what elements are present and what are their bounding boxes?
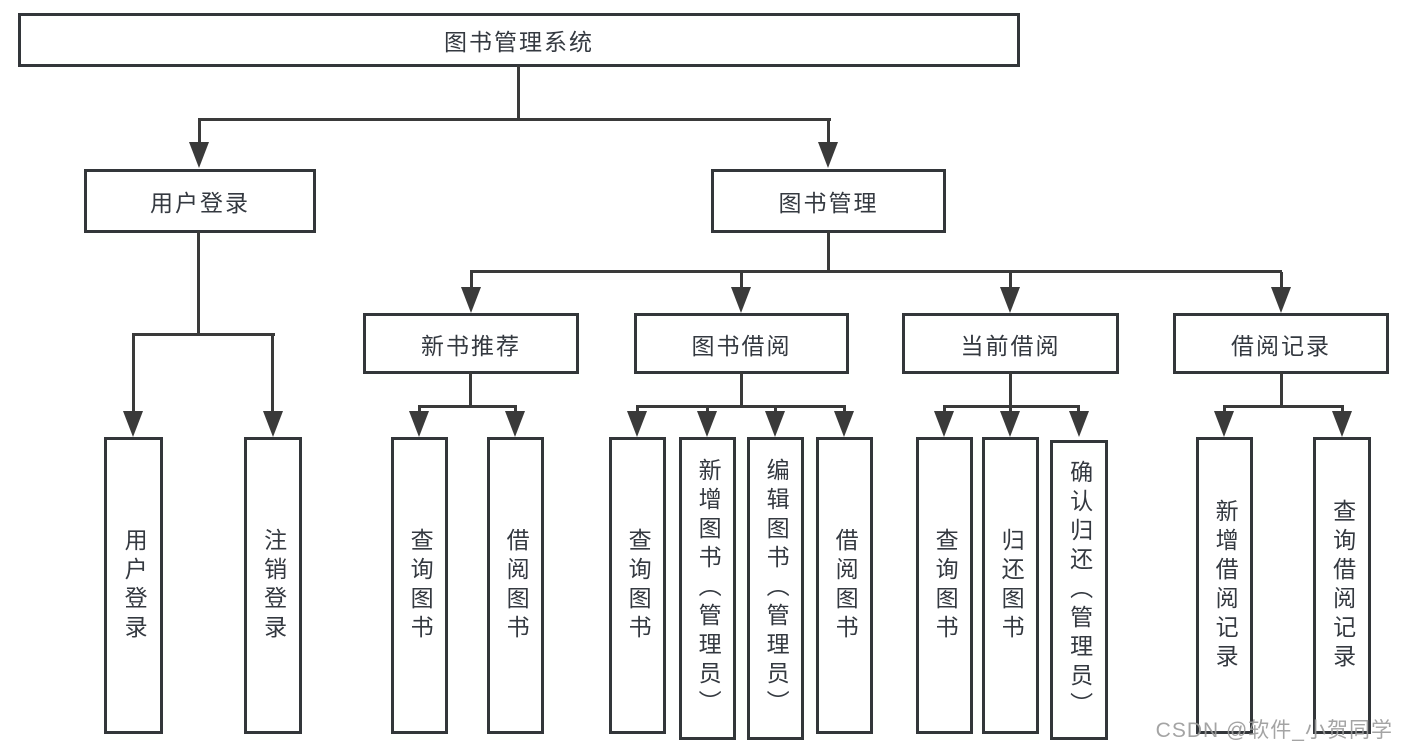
leaf-label: 新增图书（管理员） (695, 458, 722, 719)
arrow-to-new-book (461, 287, 481, 313)
node-label: 借阅记录 (1231, 332, 1331, 359)
node-user-login: 用户登录 (84, 169, 316, 233)
connector-drop (1223, 407, 1226, 413)
node-label: 新书推荐 (421, 332, 521, 359)
arrow-to-borrow-book-1 (505, 411, 525, 437)
arrow-to-user-login (189, 142, 209, 168)
arrow-to-book-borrow (731, 287, 751, 313)
arrow-to-query-record (1332, 411, 1352, 437)
csdn-watermark: CSDN @软件_小贺同学 (1155, 719, 1393, 742)
leaf-label: 查询图书 (625, 527, 652, 644)
arrow-to-confirm-return (1069, 411, 1089, 437)
node-label: 图书借阅 (691, 332, 792, 359)
leaf-query-book-borrow: 查询图书 (609, 437, 666, 734)
arrow-to-login (123, 411, 143, 437)
arrow-to-query-book-3 (934, 411, 954, 437)
node-label: 当前借阅 (960, 332, 1061, 359)
leaf-return-book: 归还图书 (982, 437, 1039, 734)
connector-book-mgmt-drop (827, 120, 830, 144)
node-new-book-recommend: 新书推荐 (363, 313, 579, 374)
node-label: 图书管理 (778, 190, 879, 216)
leaf-add-book-admin: 新增图书（管理员） (679, 437, 736, 740)
connector-new-book-rail (418, 405, 517, 408)
leaf-label: 借阅图书 (503, 527, 530, 644)
node-current-borrow: 当前借阅 (902, 313, 1119, 374)
connector-borrow-record-rail (1223, 405, 1344, 408)
arrow-to-current-borrow (1000, 287, 1020, 313)
connector-user-login-drop (198, 120, 201, 144)
leaf-edit-book-admin: 编辑图书（管理员） (747, 437, 804, 740)
connector-book-borrow-drop (740, 272, 743, 288)
connector-new-book-stem (469, 372, 472, 407)
node-label: 用户登录 (150, 190, 250, 216)
arrow-to-query-book-2 (627, 411, 647, 437)
connector-borrow-record-drop (1280, 272, 1283, 288)
connector-drop (774, 407, 777, 413)
connector-book-borrow-stem (740, 372, 743, 407)
leaf-query-book-newbook: 查询图书 (391, 437, 448, 734)
connector-current-borrow-stem (1009, 372, 1012, 407)
connector-drop (1341, 407, 1344, 413)
arrow-to-add-record (1214, 411, 1234, 437)
leaf-label: 查询图书 (407, 527, 434, 644)
leaf-label: 查询图书 (932, 527, 959, 644)
leaf-label: 查询借阅记录 (1329, 498, 1356, 673)
leaf-query-book-current: 查询图书 (916, 437, 973, 734)
arrow-to-return-book (1000, 411, 1020, 437)
node-root-library-system: 图书管理系统 (18, 13, 1020, 67)
leaf-query-borrow-record: 查询借阅记录 (1313, 437, 1371, 734)
connector-drop (636, 407, 639, 413)
connector-book-mgmt-rail (470, 270, 1282, 273)
leaf-confirm-return-admin: 确认归还（管理员） (1050, 440, 1108, 740)
connector-logout-drop (271, 335, 274, 413)
arrow-to-borrow-record (1271, 287, 1291, 313)
connector-drop (1077, 407, 1080, 413)
leaf-label: 编辑图书（管理员） (763, 458, 790, 719)
leaf-logout: 注销登录 (244, 437, 302, 734)
connector-drop (1009, 407, 1012, 413)
connector-drop (843, 407, 846, 413)
leaf-add-borrow-record: 新增借阅记录 (1196, 437, 1253, 734)
node-borrow-record: 借阅记录 (1173, 313, 1389, 374)
arrow-to-logout (263, 411, 283, 437)
arrow-to-add-book (697, 411, 717, 437)
arrow-to-borrow-book-2 (834, 411, 854, 437)
connector-current-borrow-rail (943, 405, 1080, 408)
node-label: 图书管理系统 (444, 29, 594, 55)
leaf-label: 借阅图书 (832, 527, 859, 644)
leaf-borrow-book-borrow: 借阅图书 (816, 437, 873, 734)
connector-new-book-drop (470, 272, 473, 288)
connector-user-login-stem (197, 231, 200, 335)
leaf-label: 用户登录 (121, 527, 148, 644)
connector-drop (514, 407, 517, 413)
leaf-borrow-book-newbook: 借阅图书 (487, 437, 544, 734)
leaf-label: 归还图书 (998, 527, 1025, 644)
connector-book-mgmt-stem (827, 231, 830, 272)
connector-root-rail (198, 118, 831, 121)
connector-drop (943, 407, 946, 413)
node-book-borrow: 图书借阅 (634, 313, 849, 374)
arrow-to-edit-book (765, 411, 785, 437)
connector-login-drop (132, 335, 135, 413)
connector-root-stem (517, 66, 520, 120)
leaf-label: 确认归还（管理员） (1066, 459, 1093, 721)
node-book-management: 图书管理 (711, 169, 946, 233)
connector-drop (418, 407, 421, 413)
connector-drop (706, 407, 709, 413)
leaf-user-login: 用户登录 (104, 437, 163, 734)
connector-current-borrow-drop (1009, 272, 1012, 288)
connector-borrow-record-stem (1280, 372, 1283, 407)
connector-book-borrow-rail (636, 405, 846, 408)
leaf-label: 注销登录 (260, 527, 287, 644)
leaf-label: 新增借阅记录 (1212, 498, 1239, 673)
arrow-to-query-book-1 (409, 411, 429, 437)
connector-user-login-rail (132, 333, 275, 336)
arrow-to-book-management (818, 142, 838, 168)
